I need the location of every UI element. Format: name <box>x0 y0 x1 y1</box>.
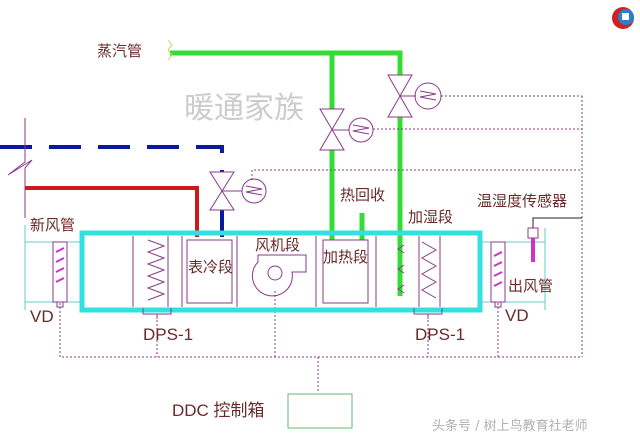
filter-icon <box>146 239 166 301</box>
dps-label: DPS-1 <box>415 325 465 344</box>
fan-section-label: 风机段 <box>255 236 300 254</box>
fan-icon <box>251 254 307 297</box>
heating-section-label: 加热段 <box>323 248 368 266</box>
heat-recovery-label: 热回收 <box>340 186 385 204</box>
pipe-break-icon <box>7 118 33 218</box>
dps-sensor-icon <box>142 308 172 319</box>
logo-icon <box>612 7 634 29</box>
control-wiring <box>59 95 583 393</box>
heating-coil <box>322 239 369 304</box>
air-handling-unit <box>79 230 483 313</box>
valve-icon <box>319 108 374 151</box>
section-dividers <box>132 236 441 307</box>
ddc-control-box <box>287 393 353 429</box>
vd-label: VD <box>505 306 529 325</box>
cooling-section-label: 表冷段 <box>188 258 233 276</box>
chilled-water-pipe <box>0 145 224 172</box>
steam-nozzle-icon <box>397 244 405 294</box>
hot-water-pipe <box>25 186 199 237</box>
cooling-coil <box>186 239 233 304</box>
valve-icon <box>209 171 267 211</box>
fresh-air-duct <box>24 225 82 310</box>
sensor-label: 温湿度传感器 <box>477 192 567 210</box>
dps-label: DPS-1 <box>143 325 193 344</box>
humidifier-icon <box>420 241 438 299</box>
vd-label: VD <box>30 307 54 326</box>
watermark: 暖通家族 <box>184 91 304 126</box>
steam-pipe-label: 蒸汽管 <box>97 42 142 60</box>
outlet-duct-label: 出风管 <box>508 277 553 295</box>
valve-icon <box>387 74 442 118</box>
pipe-break-icon <box>167 39 173 61</box>
ddc-box-label: DDC 控制箱 <box>172 401 265 420</box>
steam-pipe <box>170 50 403 296</box>
outlet-duct <box>480 228 546 310</box>
temp-humidity-sensor-icon <box>527 217 582 262</box>
fresh-air-duct-label: 新风管 <box>30 216 75 234</box>
dps-sensor-icon <box>413 308 443 319</box>
humidifying-section-label: 加湿段 <box>408 208 453 226</box>
footer-credit: 头条号 / 树上鸟教育社老师 <box>432 418 588 434</box>
